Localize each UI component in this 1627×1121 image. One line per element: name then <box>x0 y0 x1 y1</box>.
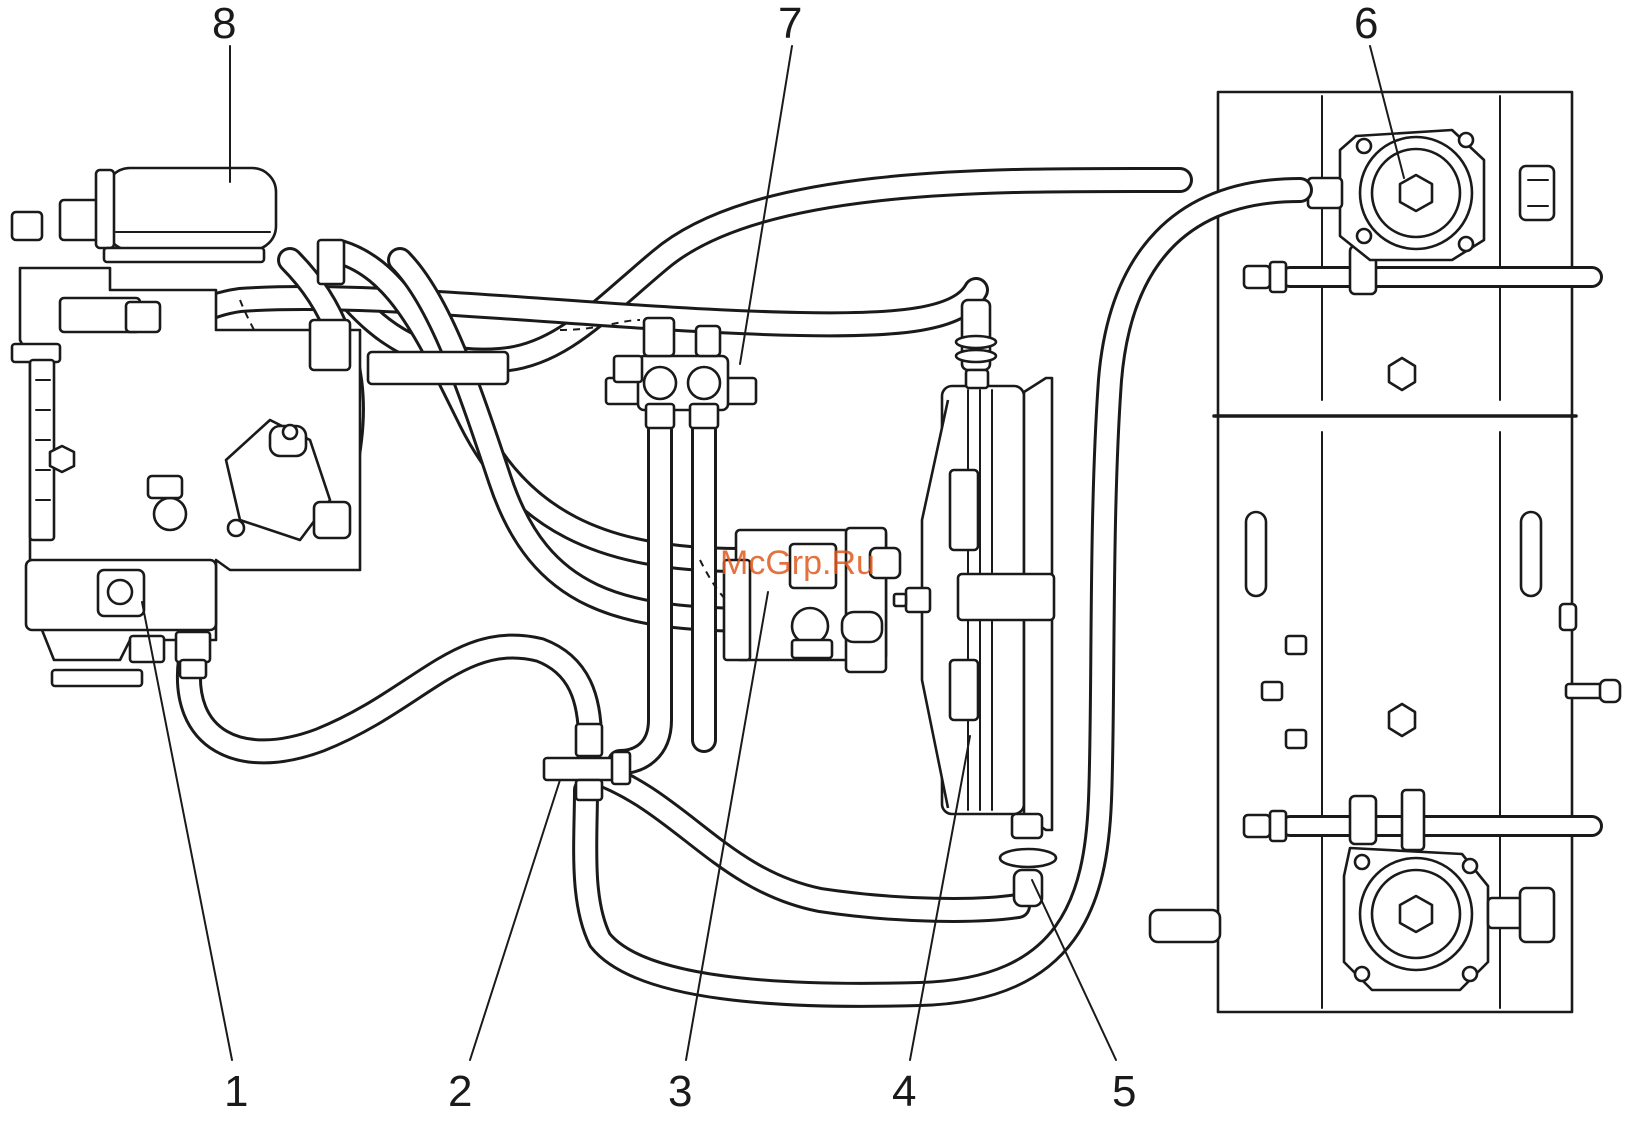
callout-1: 1 <box>224 1067 248 1116</box>
callout-6: 6 <box>1354 0 1378 48</box>
tank-8 <box>96 168 276 262</box>
cooler-inlet-elbow <box>956 300 996 388</box>
callout-2: 2 <box>448 1067 472 1116</box>
oil-cooler-4 <box>894 378 1054 830</box>
callout-7: 7 <box>778 0 802 48</box>
callout-5: 5 <box>1112 1067 1136 1116</box>
callout-3: 3 <box>668 1067 692 1116</box>
watermark: McGrp.Ru <box>720 544 875 582</box>
callout-4: 4 <box>892 1067 916 1116</box>
callout-8: 8 <box>212 0 236 48</box>
